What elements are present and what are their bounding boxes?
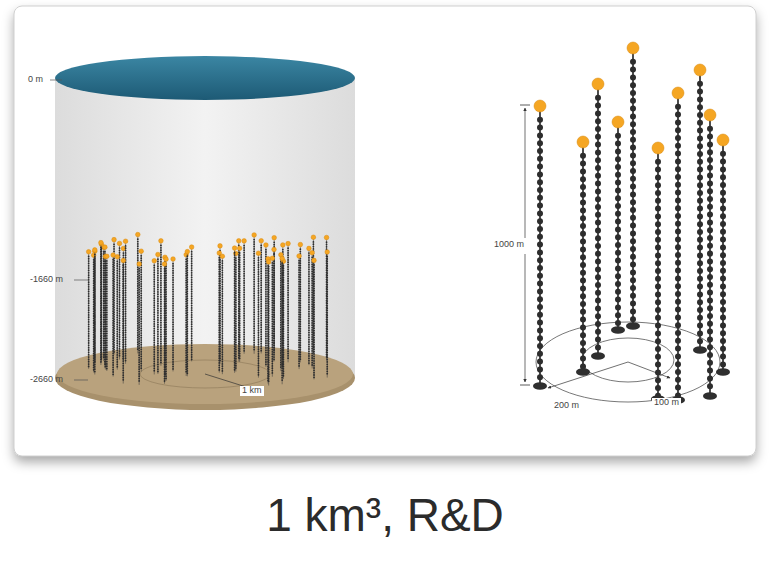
sea-cylinder [50,56,355,410]
string-layout [520,105,720,402]
dimension-label: 1 km [240,386,264,396]
frame [14,6,756,456]
dimension-label: 200 m [552,401,581,411]
frame-border [14,6,756,456]
detector-strings [86,232,329,385]
dimension-label: 1000 m [492,240,526,250]
dimension-label: 100 m [652,398,681,408]
dimension-label: -1660 m [30,275,63,285]
dimension-label: -2660 m [30,375,63,385]
caption: 1 km³, R&D [0,488,770,542]
detector-strings [533,42,730,404]
dimension-label: 0 m [28,75,43,85]
